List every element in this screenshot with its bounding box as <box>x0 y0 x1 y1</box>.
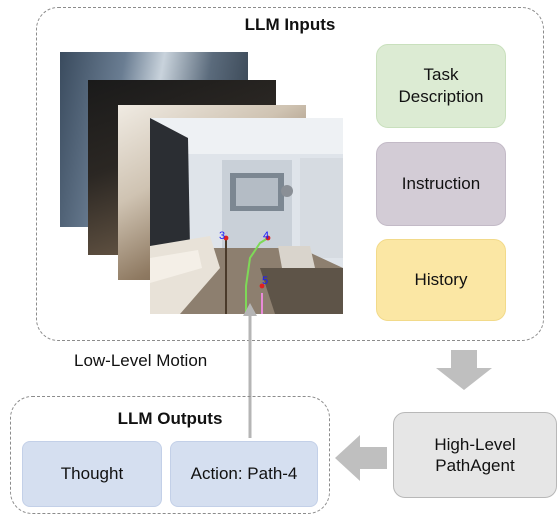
path-label-5: 5 <box>262 275 268 287</box>
task-description-line-2: Description <box>398 87 484 106</box>
path-agent-line-2: PathAgent <box>435 456 515 475</box>
action-card: Action: Path-4 <box>170 441 318 507</box>
task-description-card: Task Description <box>376 44 506 128</box>
path-label-3: 3 <box>219 230 225 242</box>
llm-outputs-container <box>10 396 330 514</box>
path-agent-line-1: High-Level <box>434 435 516 454</box>
task-description-line-1: Task <box>423 65 459 84</box>
llm-inputs-title: LLM Inputs <box>244 15 336 34</box>
room-scene-image: 3 4 5 <box>150 118 343 314</box>
llm-outputs-title: LLM Outputs <box>117 409 223 428</box>
down-arrow-icon <box>436 350 492 390</box>
path-agent-card: High-Level PathAgent <box>393 412 557 498</box>
instruction-card: Instruction <box>376 142 506 226</box>
thought-card: Thought <box>22 441 162 507</box>
left-arrow-icon <box>335 435 387 481</box>
history-card: History <box>376 239 506 321</box>
llm-inputs-container <box>36 7 544 341</box>
observation-frame-current: 3 4 5 <box>150 118 343 314</box>
low-level-motion-label: Low-Level Motion <box>74 351 208 370</box>
path-label-4: 4 <box>263 230 269 242</box>
